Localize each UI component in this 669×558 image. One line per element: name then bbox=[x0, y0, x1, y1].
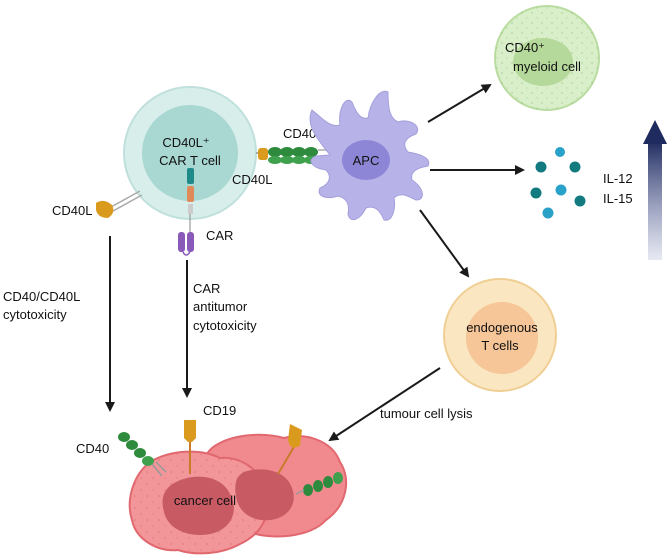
cd19-receptor bbox=[184, 420, 302, 475]
cd40l-top-label: CD40L bbox=[232, 172, 272, 187]
car-t-cell: CD40L⁺ CAR T cell bbox=[123, 86, 257, 232]
cd40l-left-label: CD40L bbox=[52, 203, 92, 218]
endogenous-title: endogenous bbox=[466, 320, 538, 335]
cd19-label: CD19 bbox=[203, 403, 236, 418]
pathway-lysis: tumour cell lysis bbox=[380, 406, 473, 421]
pathway-cd40-cd40l-line2: cytotoxicity bbox=[3, 307, 67, 322]
cd40l-left-receptor bbox=[96, 190, 143, 218]
myeloid-subtitle: myeloid cell bbox=[513, 59, 581, 74]
arrow-apc-to-endogenous bbox=[419, 209, 470, 278]
myeloid-cell: CD40⁺ myeloid cell bbox=[494, 5, 600, 111]
cancer-cell-label: cancer cell bbox=[174, 493, 236, 508]
pathway-cd40-cd40l-line1: CD40/CD40L bbox=[3, 289, 80, 304]
apc-label: APC bbox=[353, 153, 380, 168]
cd40-bottom-receptor bbox=[118, 432, 343, 496]
arrow-endogenous-lysis bbox=[328, 367, 441, 442]
cancer-cells: cancer cell bbox=[128, 433, 348, 555]
pathway-car-line3: cytotoxicity bbox=[193, 318, 257, 333]
apc-cell: APC bbox=[309, 90, 430, 221]
endogenous-t-cell: endogenous T cells bbox=[443, 278, 557, 392]
arrows bbox=[105, 83, 525, 442]
upregulation-arrow bbox=[643, 120, 667, 260]
endogenous-subtitle: T cells bbox=[481, 338, 519, 353]
car-receptor bbox=[178, 232, 194, 256]
cytokine-il12: IL-12 bbox=[603, 171, 633, 186]
car-t-cell-title: CD40L⁺ bbox=[162, 135, 209, 150]
pathway-car-line2: antitumor bbox=[193, 299, 248, 314]
pathway-car-line1: CAR bbox=[193, 281, 220, 296]
arrow-apc-to-myeloid bbox=[427, 83, 492, 123]
car-t-cell-subtitle: CAR T cell bbox=[159, 153, 221, 168]
myeloid-title: CD40⁺ bbox=[505, 40, 545, 55]
car-label: CAR bbox=[206, 228, 233, 243]
cd40-bottom-label: CD40 bbox=[76, 441, 109, 456]
cytokine-dots bbox=[530, 147, 586, 219]
cd40-top-label: CD40 bbox=[283, 126, 316, 141]
cytokine-il15: IL-15 bbox=[603, 191, 633, 206]
